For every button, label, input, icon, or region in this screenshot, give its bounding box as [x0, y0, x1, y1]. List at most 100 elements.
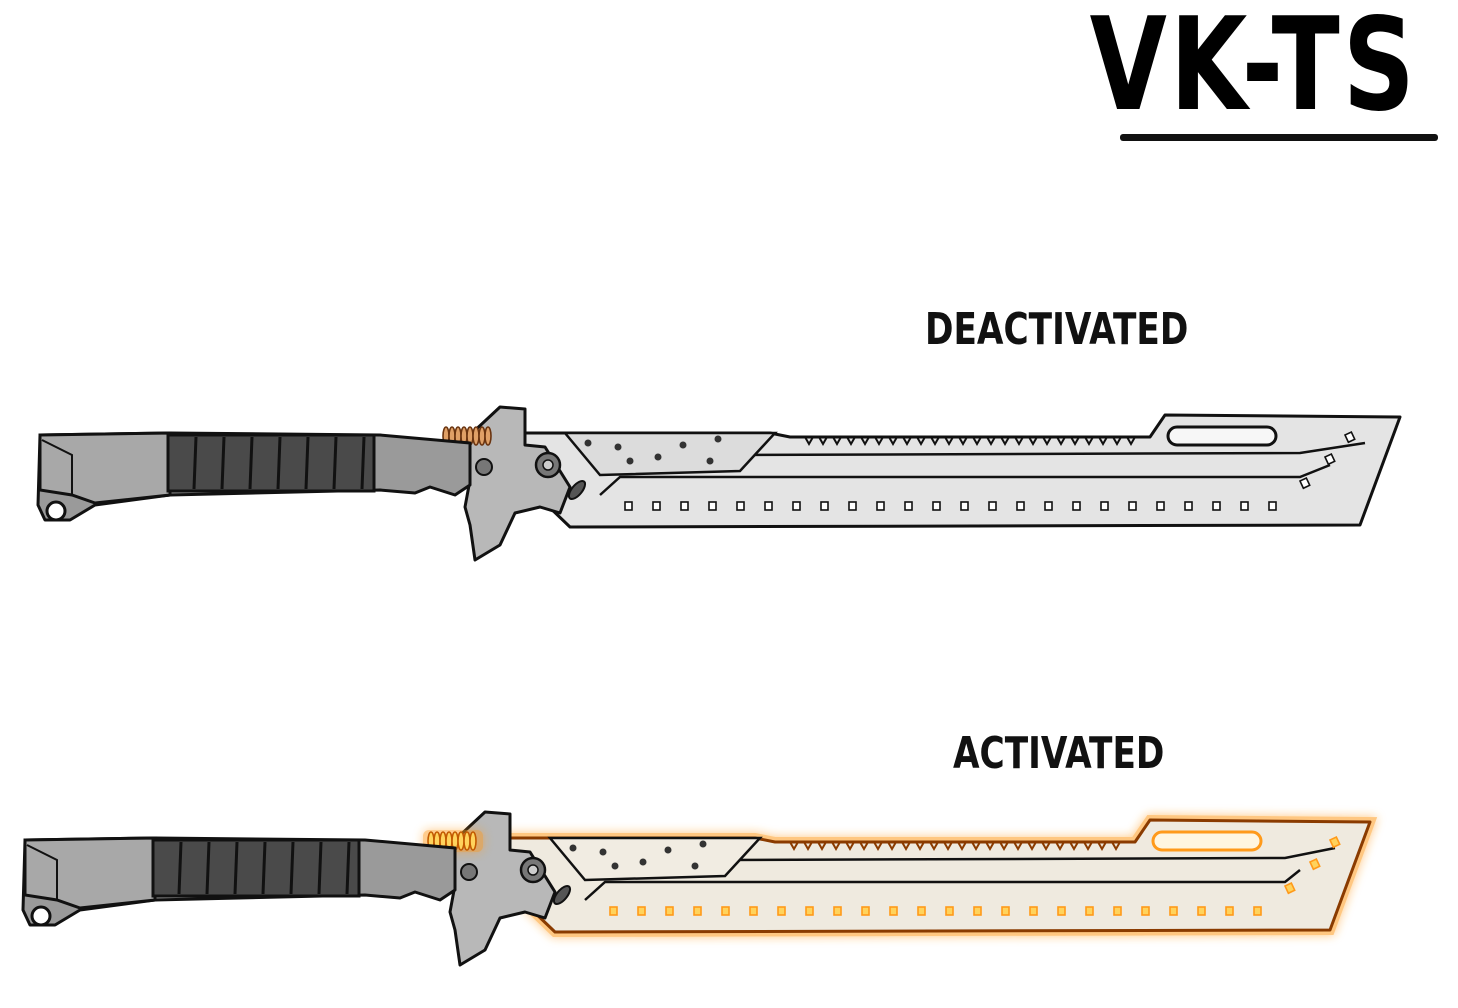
rivet: [679, 441, 687, 449]
rivet: [569, 844, 577, 852]
guard-bolt-center: [527, 864, 539, 876]
edge-vent: [876, 501, 885, 511]
page-title: VK-TS: [1089, 0, 1418, 140]
edge-vent: [973, 906, 982, 916]
rivet: [614, 443, 622, 451]
rivet: [714, 435, 722, 443]
spine-tooth: [902, 436, 912, 447]
coil-ring: [472, 426, 480, 446]
edge-vent: [721, 906, 730, 916]
spine-tooth: [1097, 841, 1107, 852]
weapon-deactivated-illustration: [36, 405, 1402, 562]
edge-vent: [848, 501, 857, 511]
edge-vent: [665, 906, 674, 916]
edge-vent: [1044, 501, 1053, 511]
spine-tooth: [832, 436, 842, 447]
edge-vent: [1128, 501, 1137, 511]
grip-band: [192, 436, 198, 490]
spine-tooth: [1098, 436, 1108, 447]
edge-vent: [917, 906, 926, 916]
grip-band: [360, 436, 366, 490]
spine-tooth: [986, 436, 996, 447]
guard-slot: [552, 884, 572, 906]
edge-vent: [637, 906, 646, 916]
pommel-edge: [26, 844, 58, 900]
spine-tooth: [985, 841, 995, 852]
grip-band: [345, 841, 351, 895]
deactivated-label: DEACTIVATED: [925, 304, 1189, 355]
spine-tooth: [999, 841, 1009, 852]
spine-tooth: [1028, 436, 1038, 447]
tip-vent: [1283, 881, 1296, 895]
spine-tooth: [887, 841, 897, 852]
guard-bolt-center: [542, 459, 554, 471]
spine-tooth: [1069, 841, 1079, 852]
title-underline: [1120, 134, 1438, 141]
spine-tooth: [860, 436, 870, 447]
edge-vent: [805, 906, 814, 916]
edge-vent: [1016, 501, 1025, 511]
edge-vent: [764, 501, 773, 511]
coil-ring: [484, 426, 492, 446]
edge-vent: [1212, 501, 1221, 511]
edge-vent: [652, 501, 661, 511]
spine-tooth: [888, 436, 898, 447]
pommel: [38, 431, 172, 505]
spine-tooth: [971, 841, 981, 852]
spine-tooth: [818, 436, 828, 447]
edge-vent: [1085, 906, 1094, 916]
spine-tooth: [929, 841, 939, 852]
handle-bolt: [475, 458, 493, 476]
blade-rail-upper: [739, 441, 1366, 457]
spine-tooth: [1111, 841, 1121, 852]
grip-band: [177, 841, 183, 895]
spine-tooth: [1084, 436, 1094, 447]
edge-vent: [1184, 501, 1193, 511]
edge-vent: [1100, 501, 1109, 511]
edge-vent: [708, 501, 717, 511]
spine-tooth: [873, 841, 883, 852]
pommel: [23, 836, 157, 910]
spine-tooth: [1070, 436, 1080, 447]
rivet: [664, 846, 672, 854]
grip-band: [233, 841, 239, 895]
edge-vent: [1169, 906, 1178, 916]
spine-tooth: [859, 841, 869, 852]
edge-vent: [932, 501, 941, 511]
grip-band: [304, 436, 310, 490]
rivet: [626, 457, 634, 465]
spine-tooth: [1014, 436, 1024, 447]
edge-vent: [1268, 501, 1277, 511]
tip-vent: [1298, 476, 1311, 490]
edge-vent: [749, 906, 758, 916]
edge-vent: [1001, 906, 1010, 916]
coil-ring: [457, 831, 465, 851]
grip-band: [248, 436, 254, 490]
spine-tooth: [915, 841, 925, 852]
weapon-activated-illustration: [21, 810, 1378, 967]
spine-tooth: [1112, 436, 1122, 447]
rivet: [584, 439, 592, 447]
edge-vent: [1253, 906, 1262, 916]
activated-label: ACTIVATED: [953, 728, 1165, 779]
grip-band: [276, 436, 282, 490]
weapon-group: [21, 810, 1378, 967]
spine-tooth: [846, 436, 856, 447]
blade-rail-lower: [584, 869, 1301, 901]
cross-guard: [463, 405, 572, 562]
edge-vent: [693, 906, 702, 916]
spine-tooth: [1042, 436, 1052, 447]
edge-vent: [945, 906, 954, 916]
spine-tooth: [930, 436, 940, 447]
spine-tooth: [803, 841, 813, 852]
rivet: [599, 848, 607, 856]
spine-tooth: [1055, 841, 1065, 852]
spine-tooth: [831, 841, 841, 852]
edge-vent: [792, 501, 801, 511]
grip-band: [317, 841, 323, 895]
spine-tooth: [943, 841, 953, 852]
edge-vent: [624, 501, 633, 511]
spine-tooth: [789, 841, 799, 852]
spine-tooth: [874, 436, 884, 447]
grip-wrap: [166, 433, 376, 493]
